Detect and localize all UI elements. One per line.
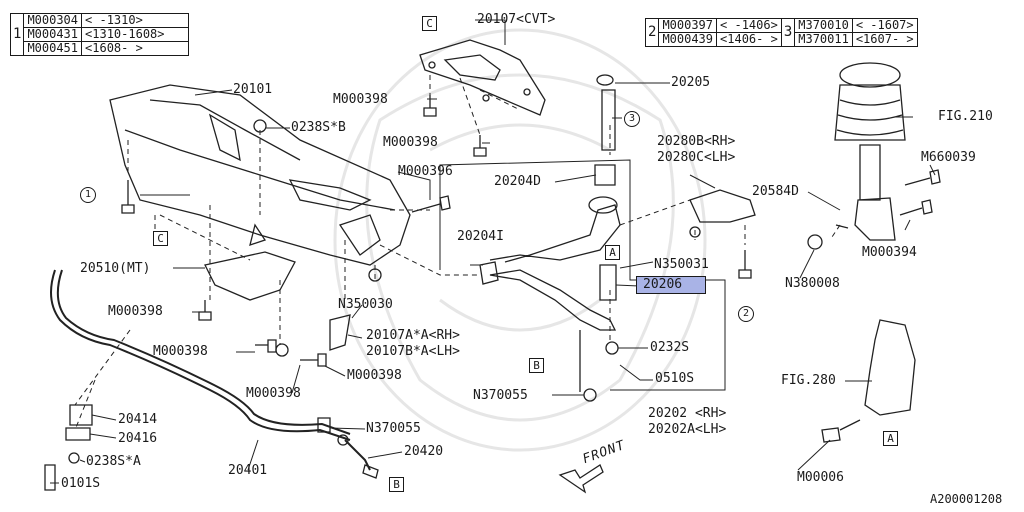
ref-circle-1: 1 <box>80 187 96 203</box>
label-m000398-e[interactable]: M000398 <box>347 368 402 383</box>
table-cell-part: M370011 <box>794 32 853 47</box>
ref-circle-2: 2 <box>738 306 754 322</box>
bracket-20280 <box>689 189 756 223</box>
nuts <box>68 119 823 464</box>
bracket-20107a <box>329 314 351 351</box>
label-20204d[interactable]: 20204D <box>494 174 541 189</box>
label-20416[interactable]: 20416 <box>118 431 158 446</box>
table-1: 1 M000304 < -1310> M000431 <1310-1608> M… <box>9 13 190 56</box>
label-n350031[interactable]: N350031 <box>654 257 709 272</box>
table-cell-range: <1406- > <box>716 32 782 47</box>
stabilizer-bar <box>50 269 351 441</box>
table-cell-range: <1608- > <box>81 41 190 56</box>
label-20584d[interactable]: 20584D <box>752 184 799 199</box>
diagram-id: A200001208 <box>930 492 1003 506</box>
label-0238s-a[interactable]: 0238S*A <box>86 454 141 469</box>
table-1-number: 1 <box>9 13 25 56</box>
table-cell-part: M000451 <box>23 41 83 56</box>
label-20510-mt[interactable]: 20510(MT) <box>80 261 151 276</box>
ref-box-b-link: B <box>389 477 404 492</box>
label-m00006[interactable]: M00006 <box>797 470 844 485</box>
table-cell-part: M000397 <box>658 18 718 33</box>
label-20204i[interactable]: 20204I <box>457 229 504 244</box>
table-2-3: 2 M000397 < -1406> 3 M370010 < -1607> M0… <box>644 18 918 47</box>
table-2-number: 2 <box>644 18 660 47</box>
label-20280c[interactable]: 20280C<LH> <box>657 150 736 165</box>
label-20280b[interactable]: 20280B<RH> <box>657 134 736 149</box>
label-m000398-a[interactable]: M000398 <box>333 92 388 107</box>
table-cell-part: M370010 <box>794 18 853 33</box>
table-cell-range: <1310-1608> <box>81 27 190 42</box>
label-20101[interactable]: 20101 <box>233 82 273 97</box>
label-n380008[interactable]: N380008 <box>785 276 840 291</box>
table-cell-part: M000431 <box>23 27 83 42</box>
label-m000394[interactable]: M000394 <box>862 245 917 260</box>
label-20107-cvt[interactable]: 20107<CVT> <box>477 12 556 27</box>
table-cell-range: < -1406> <box>716 18 782 33</box>
label-20206-highlighted[interactable]: 20206 <box>636 276 706 294</box>
mt-bracket <box>204 251 296 301</box>
front-arrow <box>558 464 604 494</box>
label-20107b-a[interactable]: 20107B*A<LH> <box>366 344 460 359</box>
strut-assembly <box>834 62 906 241</box>
ref-circle-3: 3 <box>624 111 640 127</box>
label-fig280[interactable]: FIG.280 <box>781 373 836 388</box>
table-cell-range: <1607- > <box>851 32 918 47</box>
label-m000398-f[interactable]: M000398 <box>246 386 301 401</box>
knuckle <box>864 319 916 416</box>
table-3-number: 3 <box>780 18 796 47</box>
ref-box-c-top: C <box>422 16 437 31</box>
label-n370055-a[interactable]: N370055 <box>473 388 528 403</box>
label-0101s[interactable]: 0101S <box>61 476 101 491</box>
label-m660039[interactable]: M660039 <box>921 150 976 165</box>
table-cell-range: < -1310> <box>81 13 190 28</box>
label-20202a[interactable]: 20202A<LH> <box>648 422 727 437</box>
label-20205[interactable]: 20205 <box>671 75 711 90</box>
cvt-bracket <box>419 39 546 116</box>
ref-box-a-arm: A <box>605 245 620 260</box>
crossmember <box>109 84 411 266</box>
label-0232s[interactable]: 0232S <box>650 340 690 355</box>
label-m000398-d[interactable]: M000398 <box>153 344 208 359</box>
label-20420[interactable]: 20420 <box>404 444 444 459</box>
watermark-emblem <box>333 28 707 452</box>
table-cell-range: < -1607> <box>851 18 918 33</box>
control-arm <box>479 74 621 392</box>
ref-box-a-knuckle: A <box>883 431 898 446</box>
label-20401[interactable]: 20401 <box>228 463 268 478</box>
table-cell-part: M000439 <box>658 32 718 47</box>
label-fig210[interactable]: FIG.210 <box>938 109 993 124</box>
label-m000398-b[interactable]: M000398 <box>383 135 438 150</box>
label-m000396[interactable]: M000396 <box>398 164 453 179</box>
label-20414[interactable]: 20414 <box>118 412 158 427</box>
label-20107a-a[interactable]: 20107A*A<RH> <box>366 328 460 343</box>
label-20202[interactable]: 20202 <RH> <box>648 406 727 421</box>
label-n370055-b[interactable]: N370055 <box>366 421 421 436</box>
label-0238s-b[interactable]: 0238S*B <box>291 120 346 135</box>
ref-box-b-arm: B <box>529 358 544 373</box>
table-cell-part: M000304 <box>23 13 83 28</box>
label-m000398-c[interactable]: M000398 <box>108 304 163 319</box>
label-0510s[interactable]: 0510S <box>655 371 695 386</box>
ref-box-c-left: C <box>153 231 168 246</box>
label-n350030[interactable]: N350030 <box>338 297 393 312</box>
bolts <box>44 95 941 491</box>
